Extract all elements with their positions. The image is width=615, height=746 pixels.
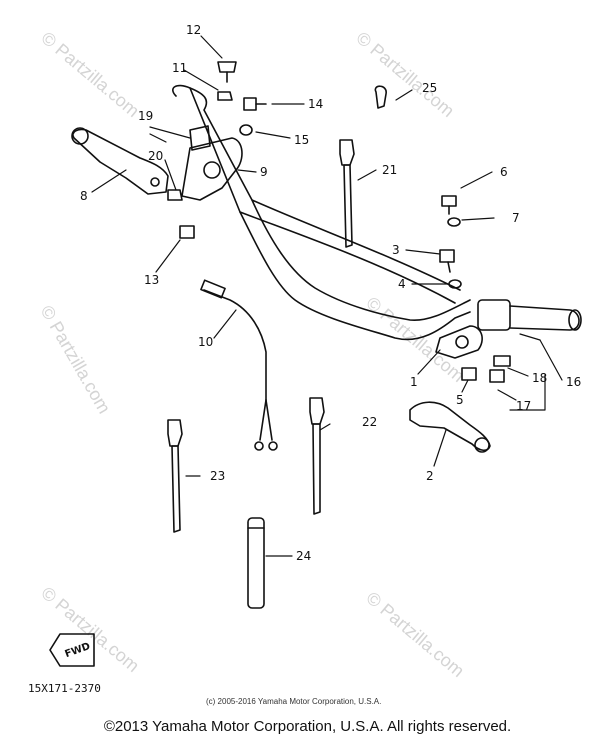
callout-15: 15	[294, 133, 309, 147]
callout-5: 5	[456, 393, 464, 407]
callout-3: 3	[392, 243, 400, 257]
fwd-arrow	[49, 633, 95, 667]
callout-12: 12	[186, 23, 201, 37]
callout-16: 16	[566, 375, 581, 389]
watermark-2: © Partzilla.com	[352, 28, 458, 121]
callout-13: 13	[144, 273, 159, 287]
callout-24: 24	[296, 549, 311, 563]
left-clutch-lever	[71, 127, 169, 195]
callout-22: 22	[362, 415, 377, 429]
callout-17: 17	[516, 399, 531, 413]
callout-25: 25	[422, 81, 437, 95]
callout-19: 19	[138, 109, 153, 123]
callout-labels: 12 11 14 15 19 20 9 8 13 10 25 21 6 7 3 …	[80, 23, 581, 563]
callout-9: 9	[260, 165, 268, 179]
watermark-5: © Partzilla.com	[37, 583, 143, 676]
watermarks: © Partzilla.com © Partzilla.com © Partzi…	[37, 28, 469, 681]
callout-8: 8	[80, 189, 88, 203]
switch-cable	[200, 279, 278, 451]
watermark-3: © Partzilla.com	[37, 302, 115, 417]
part-code: 15X171-2370	[28, 682, 101, 695]
footer-copyright: ©2013 Yamaha Motor Corporation, U.S.A. A…	[103, 718, 512, 735]
callout-20: 20	[148, 149, 163, 163]
callout-11: 11	[172, 61, 187, 75]
callout-18: 18	[532, 371, 547, 385]
handlebar	[172, 84, 471, 341]
watermark-6: © Partzilla.com	[362, 588, 468, 681]
callout-7: 7	[512, 211, 520, 225]
callout-4: 4	[398, 277, 406, 291]
callout-23: 23	[210, 469, 225, 483]
callout-6: 6	[500, 165, 508, 179]
callout-1: 1	[410, 375, 418, 389]
watermark-1: © Partzilla.com	[37, 28, 143, 121]
fwd-label: FWD	[63, 641, 91, 660]
leader-lines	[91, 35, 563, 557]
right-brake-lever	[409, 401, 491, 453]
right-lever-holder	[435, 325, 483, 359]
left-lever-holder	[181, 125, 243, 201]
callout-10: 10	[198, 335, 213, 349]
callout-2: 2	[426, 469, 434, 483]
callout-14: 14	[308, 97, 323, 111]
inner-copyright: (c) 2005-2016 Yamaha Motor Corporation, …	[206, 697, 381, 706]
callout-21: 21	[382, 163, 397, 177]
right-grip	[477, 299, 582, 331]
fasteners	[167, 61, 511, 383]
cable-ties	[167, 139, 355, 609]
